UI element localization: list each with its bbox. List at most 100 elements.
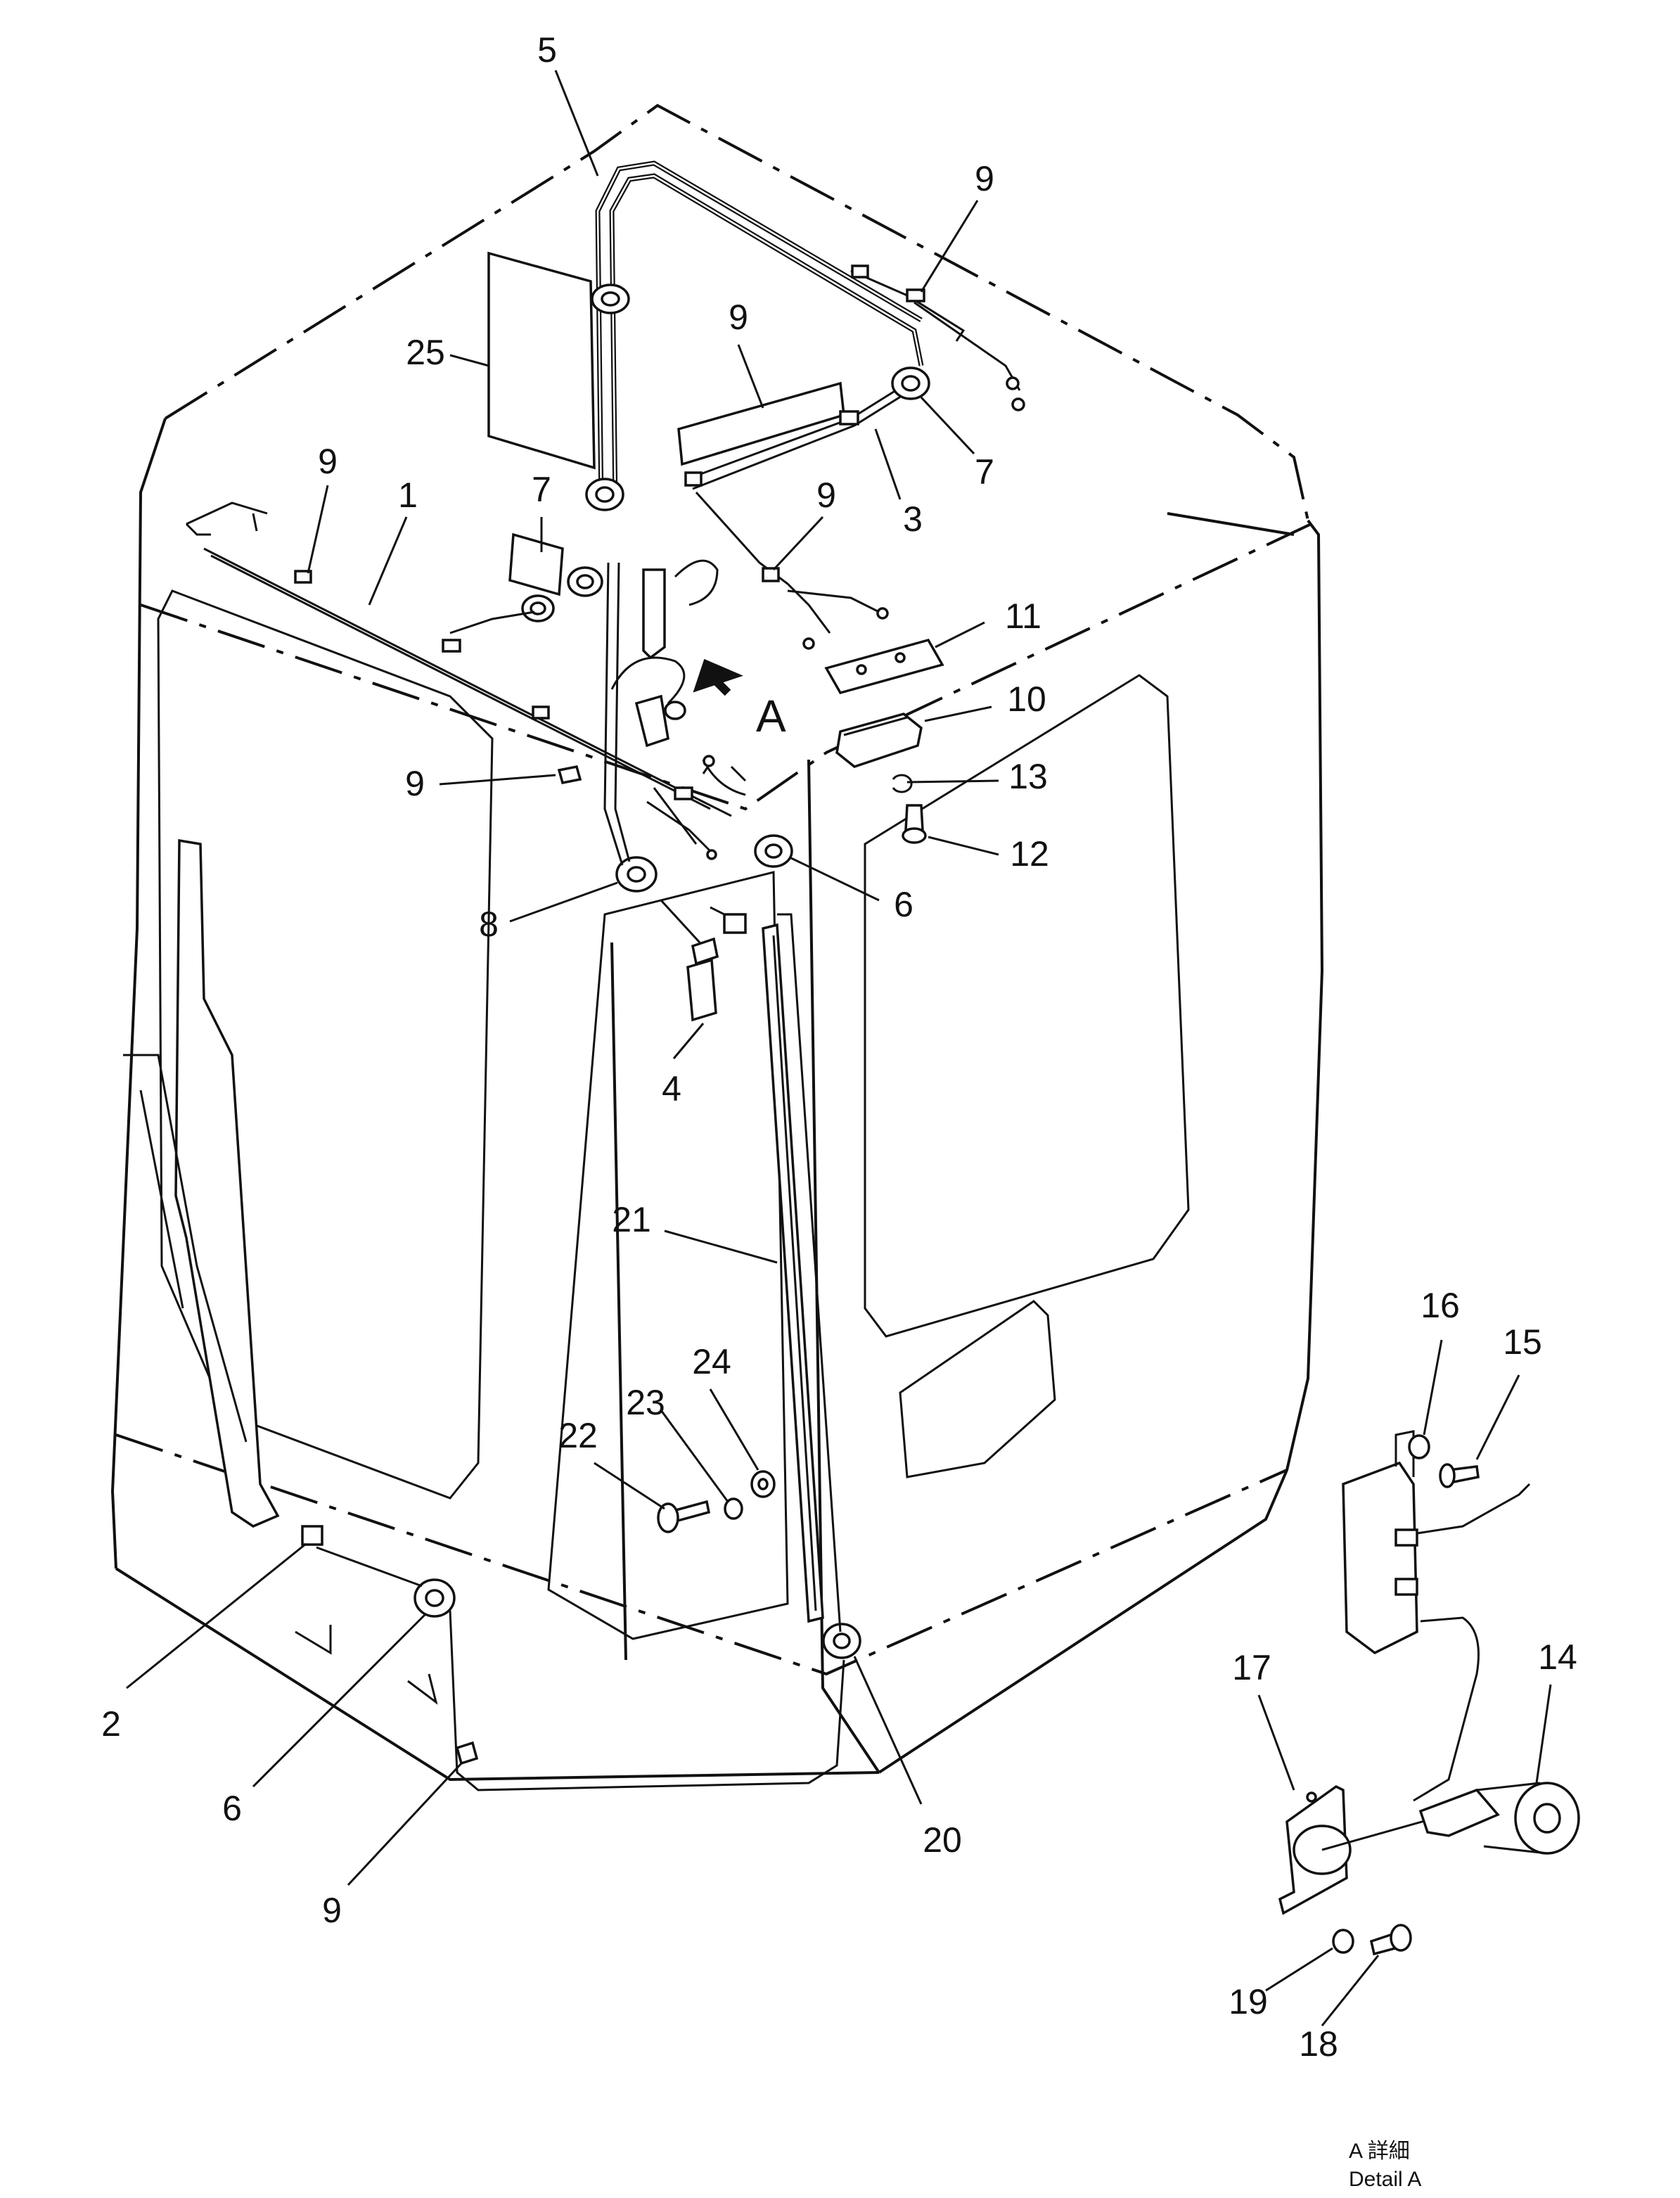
wire-center-branch: [646, 787, 712, 852]
left-side-window: [157, 589, 494, 1500]
callout-9: 9: [816, 475, 836, 515]
detail-caption-english: Detail A: [1349, 2168, 1421, 2191]
terminal-upper-right-a: [1006, 376, 1020, 390]
harness-1-end: [185, 501, 268, 536]
callout-labels: 5 9 9 25 7 7 3 9 1 9 11 10 13 12 9 6 8 4…: [101, 30, 1577, 2064]
harness-1-wire-a: [203, 547, 732, 817]
part-16-washer: [1408, 1434, 1430, 1459]
callout-21: 21: [612, 1200, 651, 1239]
part-12-screw: [904, 804, 924, 831]
right-upper-window: [864, 674, 1190, 1338]
callout-1: 1: [398, 475, 418, 515]
terminal-middle-b: [876, 607, 889, 620]
cab-center-pillar: [610, 942, 627, 1661]
bracket-wire: [610, 656, 686, 705]
callout-12: 12: [1010, 834, 1049, 874]
cab-belt-line: [140, 519, 1319, 811]
relay-connector: [723, 913, 747, 934]
leader-lines: [126, 70, 1552, 2026]
harness-3-connector: [684, 471, 703, 487]
callout-15: 15: [1503, 1322, 1542, 1362]
harness-3-clip: [839, 410, 859, 426]
terminal-middle-a: [802, 637, 815, 650]
cab-roof-outline: [164, 103, 1309, 521]
relay-wires: [660, 899, 732, 944]
part-11-plate: [824, 638, 944, 695]
detail-a-parts: [1278, 1430, 1580, 1956]
part-23-washer: [724, 1497, 743, 1520]
wire-to-14: [1413, 1616, 1480, 1802]
harness-1-clip-3: [532, 705, 550, 720]
relay-4: [686, 958, 717, 1022]
cab-front-pillar: [807, 759, 880, 1774]
room-lamp-parts: [824, 638, 944, 844]
part-15-16-bracket: [1342, 1461, 1418, 1655]
cab-body: [110, 103, 1324, 1782]
grommet-plate-7: [508, 532, 564, 596]
relay-plug: [691, 937, 719, 966]
callout-11: 11: [1005, 596, 1041, 636]
callout-3: 3: [903, 499, 923, 539]
part-14-body: [1418, 1788, 1500, 1837]
cab-left-edge: [110, 418, 167, 1569]
rail-21-body: [762, 923, 824, 1623]
wiper-blade-edge: [139, 1090, 184, 1309]
callout-24: 24: [692, 1342, 731, 1381]
callout-9: 9: [975, 159, 994, 198]
detail-caption-japanese: A 詳細: [1349, 2140, 1410, 2163]
cab-lower-line: [115, 1433, 1288, 1676]
roof-rim: [1167, 512, 1295, 536]
callout-20: 20: [923, 1820, 962, 1860]
wire-to-15: [1416, 1483, 1531, 1535]
callout-17: 17: [1232, 1648, 1271, 1687]
bracket-upper: [642, 568, 666, 660]
callout-13: 13: [1008, 757, 1048, 796]
harness-1-clip-1: [294, 570, 312, 584]
wire-upper-right: [850, 269, 1021, 391]
harness-lower-loop: [449, 1610, 845, 1791]
wiper-arm-body: [174, 838, 280, 1528]
grommets: [413, 283, 930, 1659]
connector-9-left: [557, 765, 582, 785]
harness-1: [185, 501, 732, 817]
callout-8: 8: [479, 905, 499, 944]
bracket-lower: [634, 694, 669, 748]
callout-4: 4: [662, 1069, 681, 1108]
callout-6: 6: [222, 1789, 242, 1828]
callout-9: 9: [729, 298, 748, 337]
terminal-upper-right-b: [1011, 397, 1025, 411]
callout-22: 22: [558, 1416, 598, 1455]
callout-9: 9: [322, 1891, 342, 1930]
part-14-shaft: [1321, 1817, 1435, 1851]
clip-upper-right: [906, 288, 925, 302]
detail-a-marker: A: [756, 691, 786, 741]
part-10-lamp: [835, 713, 923, 768]
switch-bracket-area: [610, 559, 743, 748]
wire-middle: [695, 491, 880, 634]
wire-to-grommet-8: [614, 562, 631, 862]
part-19-washer: [1332, 1929, 1354, 1954]
wire-grommet-7: [449, 611, 535, 634]
callout-7: 7: [532, 470, 551, 509]
callout-25: 25: [406, 333, 445, 372]
cab-bottom-edge: [115, 1567, 880, 1782]
callout-16: 16: [1421, 1286, 1460, 1325]
callout-10: 10: [1007, 679, 1046, 719]
callout-23: 23: [626, 1383, 665, 1422]
callout-5: 5: [537, 30, 557, 70]
callout-18: 18: [1299, 2024, 1338, 2064]
connector-9-lower: [455, 1741, 479, 1765]
connector-middle: [762, 567, 780, 582]
callout-14: 14: [1538, 1637, 1577, 1677]
wiper-blade: [123, 1054, 248, 1443]
harness-1-clip-4: [674, 786, 693, 800]
callout-9: 9: [405, 764, 425, 803]
connector-2: [301, 1525, 323, 1546]
part-13-washer: [892, 774, 913, 793]
wiper-arm: [123, 838, 280, 1528]
harness-5: [595, 160, 924, 507]
callout-19: 19: [1229, 1982, 1268, 2021]
rail-21-wire: [777, 913, 842, 1632]
harness-1-clip-2: [442, 639, 461, 653]
